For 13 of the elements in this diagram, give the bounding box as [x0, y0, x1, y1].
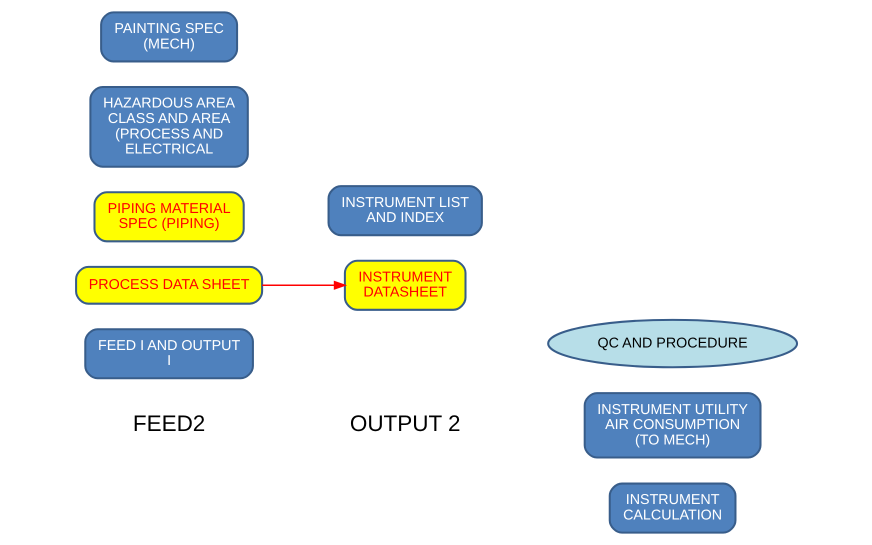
- node-box: PIPING MATERIAL SPEC (PIPING): [92, 191, 244, 242]
- node-box: PAINTING SPEC (MECH): [100, 11, 238, 62]
- node-box: FEED I AND OUTPUT I: [84, 328, 254, 380]
- arrow: [262, 280, 347, 290]
- node-box: INSTRUMENT CALCULATION: [608, 482, 736, 534]
- node-box: INSTRUMENT DATASHEET: [343, 260, 466, 311]
- node-box: PROCESS DATA SHEET: [74, 266, 263, 305]
- node-box: INSTRUMENT UTILITY AIR CONSUMPTION (TO MECH): [583, 392, 762, 459]
- label: OUTPUT 2: [349, 411, 460, 436]
- node-box: HAZARDOUS AREA CLASS AND AREA (PROCESS AND ELECTRICAL: [88, 86, 248, 168]
- node-ellipse: QC AND PROCEDURE: [546, 318, 798, 368]
- node-box: INSTRUMENT LIST AND INDEX: [327, 185, 482, 236]
- label: FEED2: [132, 411, 205, 436]
